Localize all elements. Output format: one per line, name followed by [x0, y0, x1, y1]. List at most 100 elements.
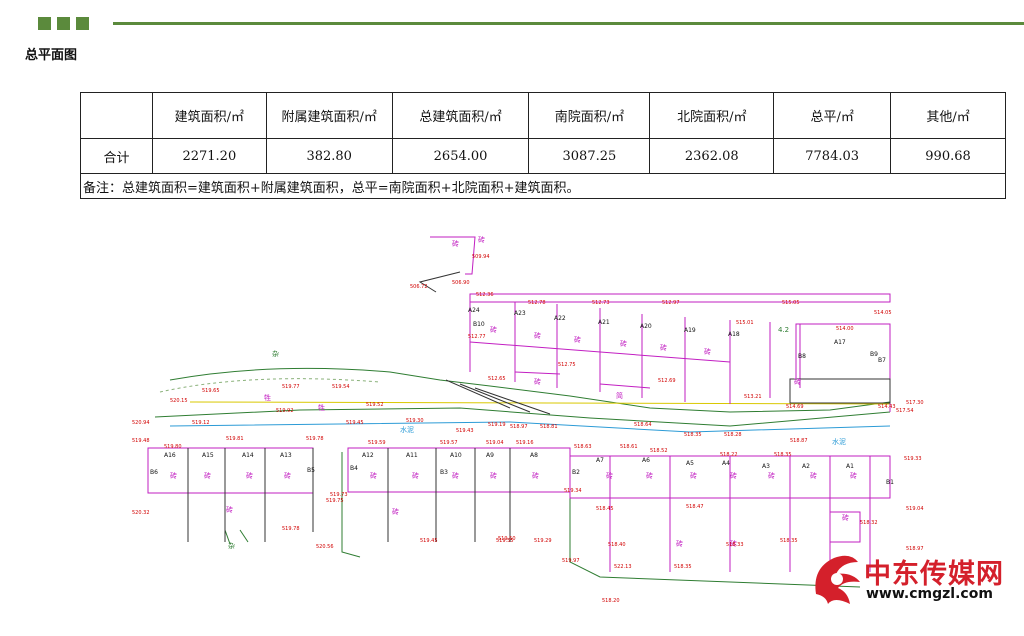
elevation-label: 518.22	[720, 452, 738, 458]
elevation-label: 519.75	[326, 498, 344, 504]
table-note-row: 备注：总建筑面积=建筑面积+附属建筑面积，总平=南院面积+北院面积+建筑面积。	[80, 173, 1006, 199]
elevation-label: 519.92	[276, 408, 294, 414]
table-header-cell: 南院面积/㎡	[528, 92, 651, 139]
table-header-cell: 其他/㎡	[890, 92, 1006, 139]
elevation-label: 519.54	[332, 384, 350, 390]
material-label: 砖	[704, 347, 711, 356]
elevation-label: 519.52	[366, 402, 384, 408]
material-label: 砖	[730, 539, 737, 548]
lot-id-label: A5	[686, 460, 694, 467]
elevation-label: 519.04	[906, 506, 924, 512]
material-label: 砖	[452, 239, 459, 248]
material-label: 砖	[490, 325, 497, 334]
table-cell: 2654.00	[391, 138, 530, 174]
elevation-label: 519.57	[440, 440, 458, 446]
elevation-label: 515.05	[782, 300, 800, 306]
material-label: 砖	[534, 377, 541, 386]
elevation-label: 519.43	[456, 428, 474, 434]
lot-id-label: A2	[802, 463, 810, 470]
material-label: 砖	[392, 507, 399, 516]
elevation-label: 519.77	[282, 384, 300, 390]
elevation-label: 518.61	[620, 444, 638, 450]
elevation-label: 506.72	[410, 284, 428, 290]
material-label: 砖	[646, 471, 653, 480]
material-label: 砖	[690, 471, 697, 480]
elevation-label: 512.77	[468, 334, 486, 340]
elevation-label: 514.00	[836, 326, 854, 332]
material-label: 砖	[534, 331, 541, 340]
elevation-label: 519.45	[346, 420, 364, 426]
elevation-label: 517.30	[906, 400, 924, 406]
lot-id-label: A11	[406, 452, 418, 459]
lot-id-label: B1	[886, 479, 894, 486]
lot-id-label: A12	[362, 452, 374, 459]
header-rule	[113, 22, 1024, 25]
elevation-label: 519.78	[282, 526, 300, 532]
elevation-label: 519.29	[534, 538, 552, 544]
lot-id-label: A1	[846, 463, 854, 470]
lot-id-label: A17	[834, 339, 846, 346]
elevation-label: 518.63	[574, 444, 592, 450]
elevation-label: 519.81	[226, 436, 244, 442]
elevation-label: 519.48	[132, 438, 150, 444]
table-header-cell: 附属建筑面积/㎡	[265, 92, 393, 139]
page-title: 总平面图	[25, 48, 78, 63]
table-cell: 990.68	[890, 138, 1006, 174]
watermark-url: www.cmgzl.com	[866, 586, 993, 602]
elevation-label: 519.45	[420, 538, 438, 544]
material-label: 牲	[264, 393, 271, 402]
elevation-label: 514.05	[874, 310, 892, 316]
elevation-label: 512.75	[558, 362, 576, 368]
header-decoration	[38, 17, 89, 30]
lot-id-label: B9	[870, 351, 878, 358]
elevation-label: 518.87	[790, 438, 808, 444]
material-label: 砖	[768, 471, 775, 480]
lot-id-label: B4	[350, 465, 358, 472]
lot-id-label: A23	[514, 310, 526, 317]
material-label: 砖	[490, 471, 497, 480]
watermark-name: 中东传媒网	[864, 559, 1004, 590]
elevation-label: 518.97	[510, 424, 528, 430]
elevation-label: 515.01	[736, 320, 754, 326]
elevation-label: 518.35	[684, 432, 702, 438]
elevation-label: 514.69	[786, 404, 804, 410]
lot-id-label: B2	[572, 469, 580, 476]
material-label: 砖	[204, 471, 211, 480]
elevation-label: 518.64	[634, 422, 652, 428]
material-label: 简	[616, 391, 623, 400]
material-label: 砖	[574, 335, 581, 344]
lot-id-label: A14	[242, 452, 254, 459]
elevation-label: 519.16	[516, 440, 534, 446]
table-cell: 3087.25	[528, 138, 651, 174]
elevation-label: 512.65	[488, 376, 506, 382]
elevation-label: 514.43	[878, 404, 896, 410]
lot-id-label: A7	[596, 457, 604, 464]
material-label: 砖	[532, 471, 539, 480]
material-label: 砖	[660, 343, 667, 352]
elevation-label: 518.52	[650, 448, 668, 454]
lot-id-label: A10	[450, 452, 462, 459]
material-label: 砖	[842, 513, 849, 522]
elevation-label: 519.30	[406, 418, 424, 424]
table-cell: 2362.08	[649, 138, 775, 174]
lot-id-label: A15	[202, 452, 214, 459]
elevation-label: 512.78	[528, 300, 546, 306]
lot-id-label: A8	[530, 452, 538, 459]
elevation-label: 526.68	[130, 212, 148, 214]
elevation-label: 509.94	[472, 254, 490, 260]
elevation-label: 512.69	[658, 378, 676, 384]
lot-id-label: A4	[722, 460, 730, 467]
elevation-label: 519.59	[368, 440, 386, 446]
lot-id-label: A22	[554, 315, 566, 322]
lot-id-label: A18	[728, 331, 740, 338]
elevation-label: 506.90	[452, 280, 470, 286]
area-summary-table: 建筑面积/㎡ 附属建筑面积/㎡ 总建筑面积/㎡ 南院面积/㎡ 北院面积/㎡ 总平…	[80, 92, 1006, 199]
elevation-label: 520.94	[132, 420, 150, 426]
elevation-label: 519.78	[306, 436, 324, 442]
table-header-cell: 北院面积/㎡	[649, 92, 775, 139]
elevation-label: 518.33	[726, 542, 744, 548]
material-label: 牲	[318, 403, 325, 412]
material-label: 砖	[606, 471, 613, 480]
elevation-label: 518.35	[774, 452, 792, 458]
